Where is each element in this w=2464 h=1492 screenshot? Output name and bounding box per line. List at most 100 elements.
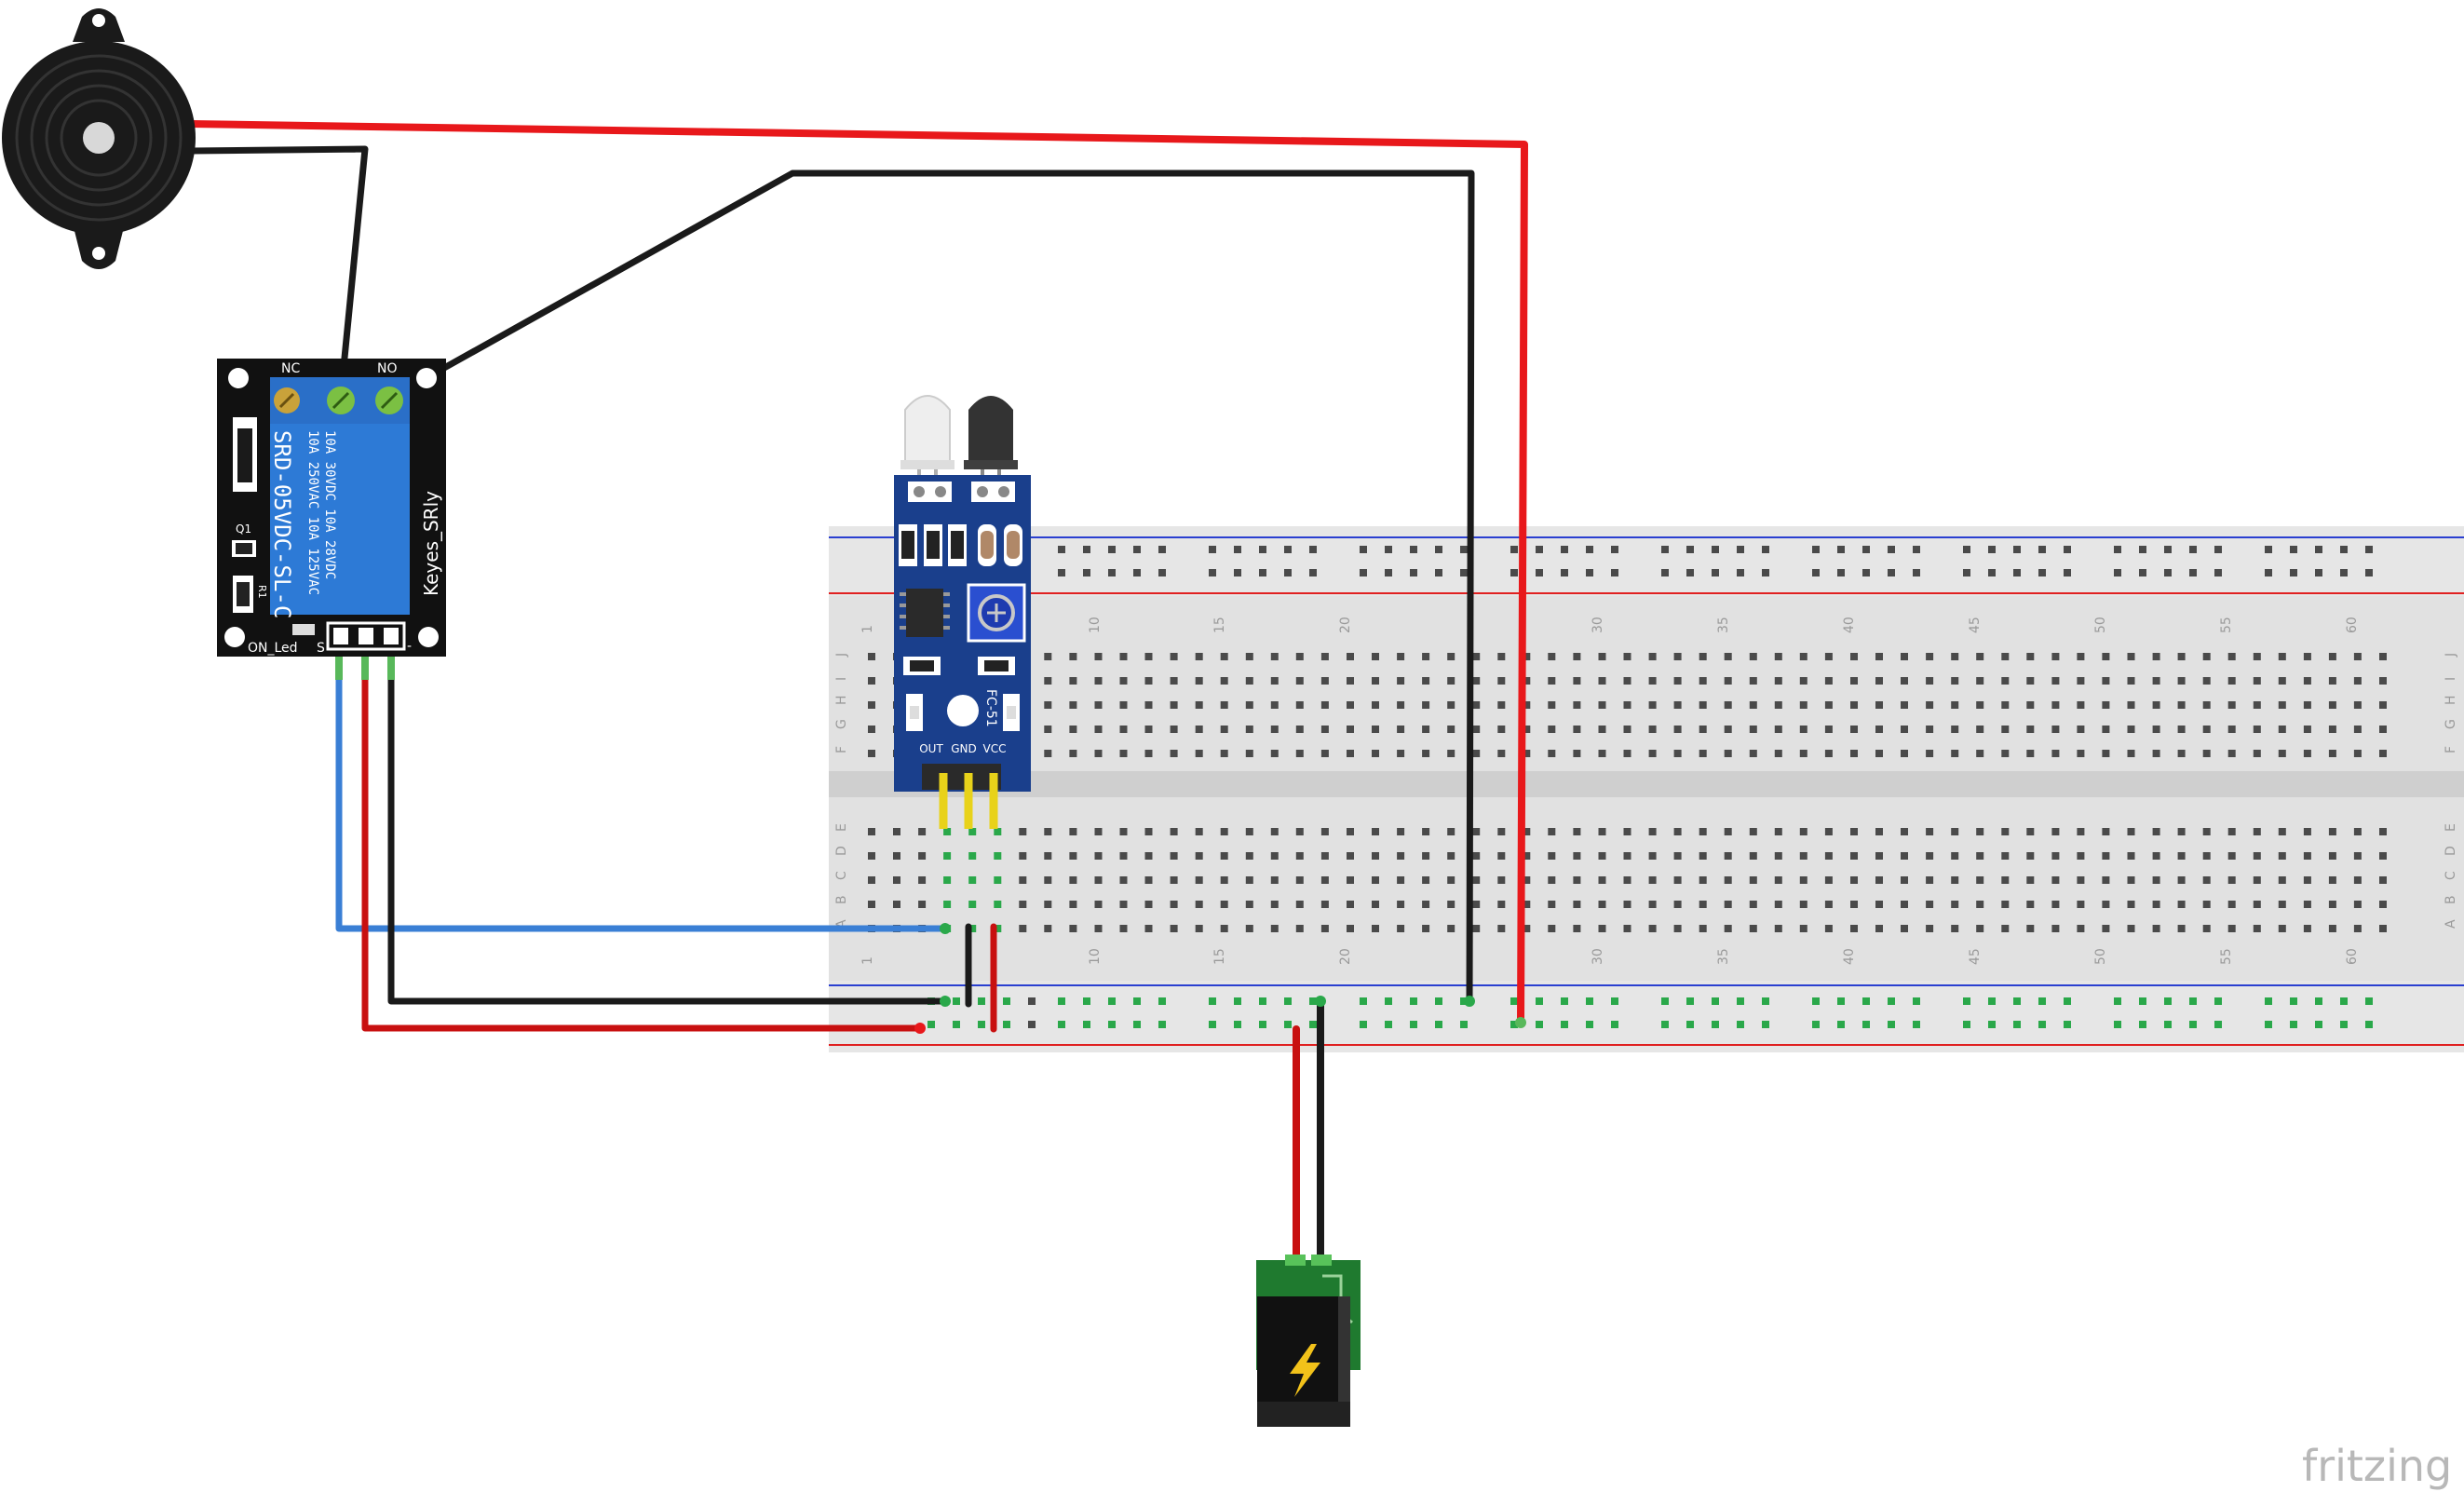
breadboard-hole[interactable] xyxy=(1497,828,1506,835)
breadboard-hole[interactable] xyxy=(1069,901,1077,908)
breadboard-hole[interactable] xyxy=(2202,925,2211,932)
breadboard-hole[interactable] xyxy=(1347,750,1354,757)
breadboard-hole[interactable] xyxy=(1245,750,1253,757)
breadboard-hole[interactable] xyxy=(1548,653,1556,660)
breadboard-hole[interactable] xyxy=(2328,677,2336,685)
breadboard-hole[interactable] xyxy=(2102,876,2110,884)
breadboard-hole[interactable] xyxy=(2379,726,2387,733)
breadboard-hole[interactable] xyxy=(2077,852,2085,860)
breadboard-hole[interactable] xyxy=(1497,677,1506,685)
breadboard-hole[interactable] xyxy=(1195,726,1203,733)
breadboard-hole[interactable] xyxy=(2026,726,2035,733)
breadboard-hole[interactable] xyxy=(2227,653,2236,660)
breadboard-rail-hole[interactable] xyxy=(1083,997,1090,1005)
breadboard-hole[interactable] xyxy=(2051,828,2060,835)
breadboard-hole[interactable] xyxy=(1347,653,1354,660)
breadboard-hole[interactable] xyxy=(1422,726,1430,733)
breadboard-hole[interactable] xyxy=(1623,726,1631,733)
breadboard-hole[interactable] xyxy=(1875,876,1883,884)
breadboard-hole[interactable] xyxy=(1195,677,1203,685)
breadboard-hole[interactable] xyxy=(1170,750,1178,757)
breadboard-hole[interactable] xyxy=(994,852,1002,860)
breadboard-hole[interactable] xyxy=(2001,726,2010,733)
breadboard-hole[interactable] xyxy=(918,876,927,884)
breadboard-rail-hole[interactable] xyxy=(2214,546,2222,553)
breadboard-hole[interactable] xyxy=(1749,852,1757,860)
breadboard-hole[interactable] xyxy=(1295,726,1304,733)
breadboard-hole[interactable] xyxy=(1623,876,1631,884)
breadboard-hole[interactable] xyxy=(1901,750,1908,757)
breadboard-hole[interactable] xyxy=(1422,653,1430,660)
breadboard-hole[interactable] xyxy=(2202,852,2211,860)
breadboard-hole[interactable] xyxy=(1648,925,1657,932)
breadboard-hole[interactable] xyxy=(1976,925,1984,932)
breadboard-hole[interactable] xyxy=(2227,852,2236,860)
breadboard-rail-hole[interactable] xyxy=(1812,997,1820,1005)
breadboard-hole[interactable] xyxy=(1144,701,1153,709)
breadboard-hole[interactable] xyxy=(1799,750,1807,757)
breadboard-hole[interactable] xyxy=(1044,701,1052,709)
breadboard-hole[interactable] xyxy=(2177,726,2186,733)
breadboard-hole[interactable] xyxy=(1347,828,1354,835)
breadboard-rail-hole[interactable] xyxy=(2214,997,2222,1005)
breadboard-hole[interactable] xyxy=(1673,653,1682,660)
breadboard-hole[interactable] xyxy=(1144,852,1153,860)
breadboard-hole[interactable] xyxy=(1523,901,1531,908)
breadboard-rail-hole[interactable] xyxy=(1133,997,1141,1005)
breadboard-hole[interactable] xyxy=(1270,677,1279,685)
breadboard-rail-hole[interactable] xyxy=(2189,546,2197,553)
breadboard-hole[interactable] xyxy=(1270,750,1279,757)
breadboard-hole[interactable] xyxy=(2253,726,2261,733)
breadboard-hole[interactable] xyxy=(1397,677,1405,685)
breadboard-hole[interactable] xyxy=(1245,726,1253,733)
breadboard-hole[interactable] xyxy=(893,828,900,835)
breadboard-rail-hole[interactable] xyxy=(1536,546,1543,553)
jack-pin-1[interactable] xyxy=(1285,1255,1306,1266)
breadboard-hole[interactable] xyxy=(1824,677,1833,685)
breadboard-hole[interactable] xyxy=(1523,726,1531,733)
breadboard-rail-hole[interactable] xyxy=(1133,1021,1141,1028)
breadboard-hole[interactable] xyxy=(1598,701,1606,709)
breadboard-hole[interactable] xyxy=(1901,726,1908,733)
breadboard-rail-hole[interactable] xyxy=(2064,569,2071,576)
breadboard-rail-hole[interactable] xyxy=(1284,569,1292,576)
breadboard-hole[interactable] xyxy=(1850,677,1858,685)
breadboard-hole[interactable] xyxy=(1019,852,1027,860)
breadboard-rail-hole[interactable] xyxy=(1586,546,1593,553)
breadboard-hole[interactable] xyxy=(1623,701,1631,709)
breadboard-rail-hole[interactable] xyxy=(2365,546,2373,553)
breadboard-rail-hole[interactable] xyxy=(2038,997,2046,1005)
breadboard-hole[interactable] xyxy=(2303,701,2311,709)
breadboard-hole[interactable] xyxy=(2303,925,2311,932)
breadboard-rail-hole[interactable] xyxy=(1812,546,1820,553)
breadboard-rail-hole[interactable] xyxy=(2365,997,2373,1005)
breadboard-hole[interactable] xyxy=(1422,852,1430,860)
breadboard-rail-hole[interactable] xyxy=(1536,569,1543,576)
breadboard-hole[interactable] xyxy=(1497,750,1506,757)
breadboard-hole[interactable] xyxy=(2026,876,2035,884)
breadboard-hole[interactable] xyxy=(2227,726,2236,733)
breadboard-hole[interactable] xyxy=(1195,750,1203,757)
breadboard-rail-hole[interactable] xyxy=(1837,1021,1845,1028)
breadboard-hole[interactable] xyxy=(2102,828,2110,835)
breadboard-hole[interactable] xyxy=(2077,901,2085,908)
breadboard-rail-hole[interactable] xyxy=(1586,1021,1593,1028)
breadboard-hole[interactable] xyxy=(868,677,875,685)
breadboard-hole[interactable] xyxy=(2328,901,2336,908)
breadboard-hole[interactable] xyxy=(1875,828,1883,835)
relay-pin-gnd[interactable] xyxy=(384,628,399,644)
breadboard-hole[interactable] xyxy=(2328,726,2336,733)
breadboard-hole[interactable] xyxy=(1397,653,1405,660)
breadboard-rail-hole[interactable] xyxy=(1410,546,1417,553)
breadboard-rail-hole[interactable] xyxy=(1762,997,1769,1005)
breadboard-rail-hole[interactable] xyxy=(1661,1021,1669,1028)
breadboard-hole[interactable] xyxy=(1170,653,1178,660)
breadboard-hole[interactable] xyxy=(1976,701,1984,709)
breadboard-hole[interactable] xyxy=(868,701,875,709)
breadboard-hole[interactable] xyxy=(1069,726,1077,733)
breadboard-hole[interactable] xyxy=(1044,653,1052,660)
breadboard-hole[interactable] xyxy=(1774,828,1782,835)
breadboard-rail-hole[interactable] xyxy=(1762,1021,1769,1028)
breadboard-hole[interactable] xyxy=(1724,726,1732,733)
breadboard-hole[interactable] xyxy=(1724,828,1732,835)
